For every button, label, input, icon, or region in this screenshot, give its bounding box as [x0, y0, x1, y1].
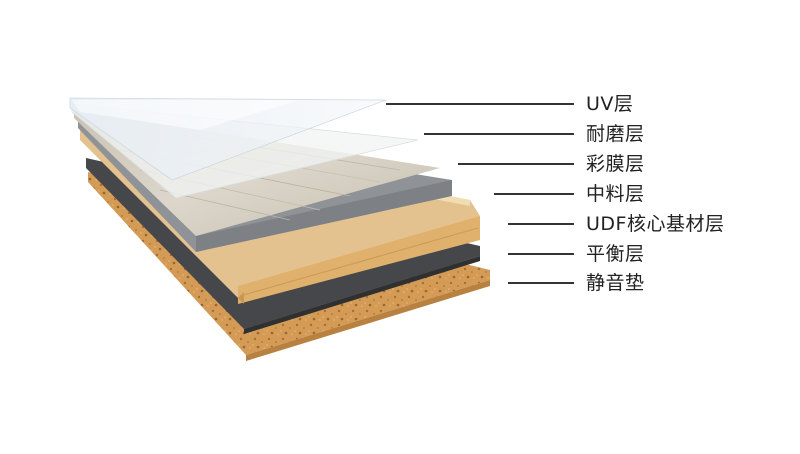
label-color-film-layer: 彩膜层: [586, 153, 645, 175]
leader-lines: [386, 103, 574, 284]
label-mute-pad: 静音垫: [586, 272, 645, 294]
label-udf-core-layer: UDF核心基材层: [586, 213, 725, 235]
label-middle-layer: 中料层: [586, 183, 645, 205]
label-wear-layer: 耐磨层: [586, 123, 645, 145]
layer-uv: [69, 97, 387, 181]
label-balance-layer: 平衡层: [586, 243, 645, 265]
label-uv-layer: UV层: [586, 93, 634, 115]
